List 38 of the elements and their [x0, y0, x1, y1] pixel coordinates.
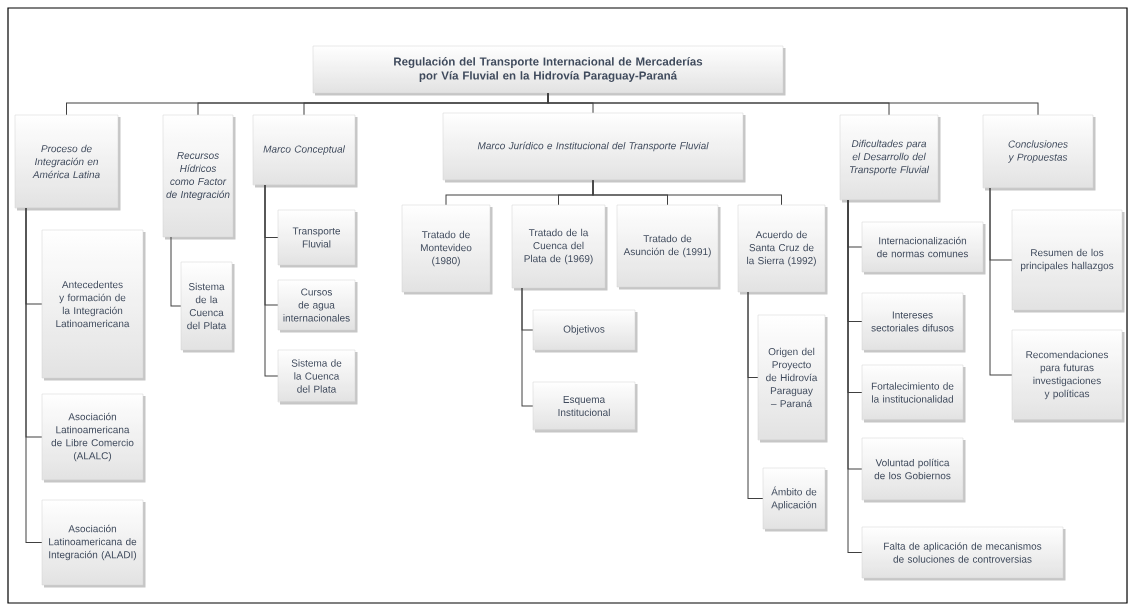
connector-line: [989, 187, 1013, 376]
topic-box: Objetivos: [532, 309, 638, 353]
connector-line: [264, 184, 279, 377]
connector-line: [170, 236, 182, 307]
title-box: Regulación del Transporte Internacional de Mercaderías por Vía Fluvial en la Hidrovía Paraguay-Paraná: [312, 45, 786, 96]
topic-box: Tratado de Asunción de (1991): [616, 204, 721, 290]
topic-box: Antecedentes y formación de la Integración Latinoamericana: [41, 229, 146, 381]
topic-box: Tratado de la Cuenca del Plata de (1969): [511, 204, 608, 291]
topic-box: Transporte Fluvial: [277, 209, 358, 268]
topic-box: Ámbito de Aplicación: [762, 467, 828, 532]
topic-box: Cursos de agua internacionales: [277, 279, 358, 333]
topic-box: Sistema de la Cuenca del Plata: [277, 349, 358, 405]
topic-box: Origen del Proyecto de Hidrovía Paraguay – Paraná: [757, 314, 828, 443]
category-box: Recursos Hídricos como Factor de Integración: [162, 114, 236, 240]
connector-line: [847, 199, 863, 553]
connector-line: [25, 207, 43, 543]
category-box: Conclusiones y Propuestas: [982, 114, 1096, 191]
category-box: Proceso de Integración en América Latina: [14, 114, 121, 211]
topic-box: Esquema Institucional: [532, 381, 638, 433]
topic-box: Resumen de los principales hallazgos: [1011, 209, 1125, 313]
topic-box: Recomendaciones para futuras investigaciones y políticas: [1011, 329, 1125, 423]
topic-box: Asociación Latinoamericana de Libre Comercio (ALALC): [41, 393, 146, 483]
category-box: Marco Jurídico e Institucional del Transporte Fluvial: [442, 112, 746, 183]
topic-box: Falta de aplicación de mecanismos de soluciones de controversias: [861, 526, 1066, 581]
topic-box: Sistema de la Cuenca del Plata: [180, 261, 235, 353]
connector-line: [547, 92, 1039, 116]
connector-line: [521, 287, 534, 407]
topic-box: Fortalecimiento de la institucionalidad: [861, 364, 966, 423]
topic-box: Asociación Latinoamericana de Integración (ALADI): [41, 499, 146, 588]
category-box: Marco Conceptual: [252, 114, 358, 188]
topic-box: Intereses sectoriales difusos: [861, 292, 966, 353]
topic-box: Acuerdo de Santa Cruz de la Sierra (1992): [737, 204, 828, 295]
connector-line: [592, 179, 782, 206]
connector-line: [747, 291, 764, 499]
category-box: Dificultades para el Desarrollo del Transporte Fluvial: [839, 114, 941, 203]
topic-box: Voluntad política de los Gobiernos: [861, 437, 966, 503]
topic-box: Internacionalización de normas comunes: [861, 221, 986, 275]
topic-box: Tratado de Montevideo (1980): [401, 204, 493, 295]
